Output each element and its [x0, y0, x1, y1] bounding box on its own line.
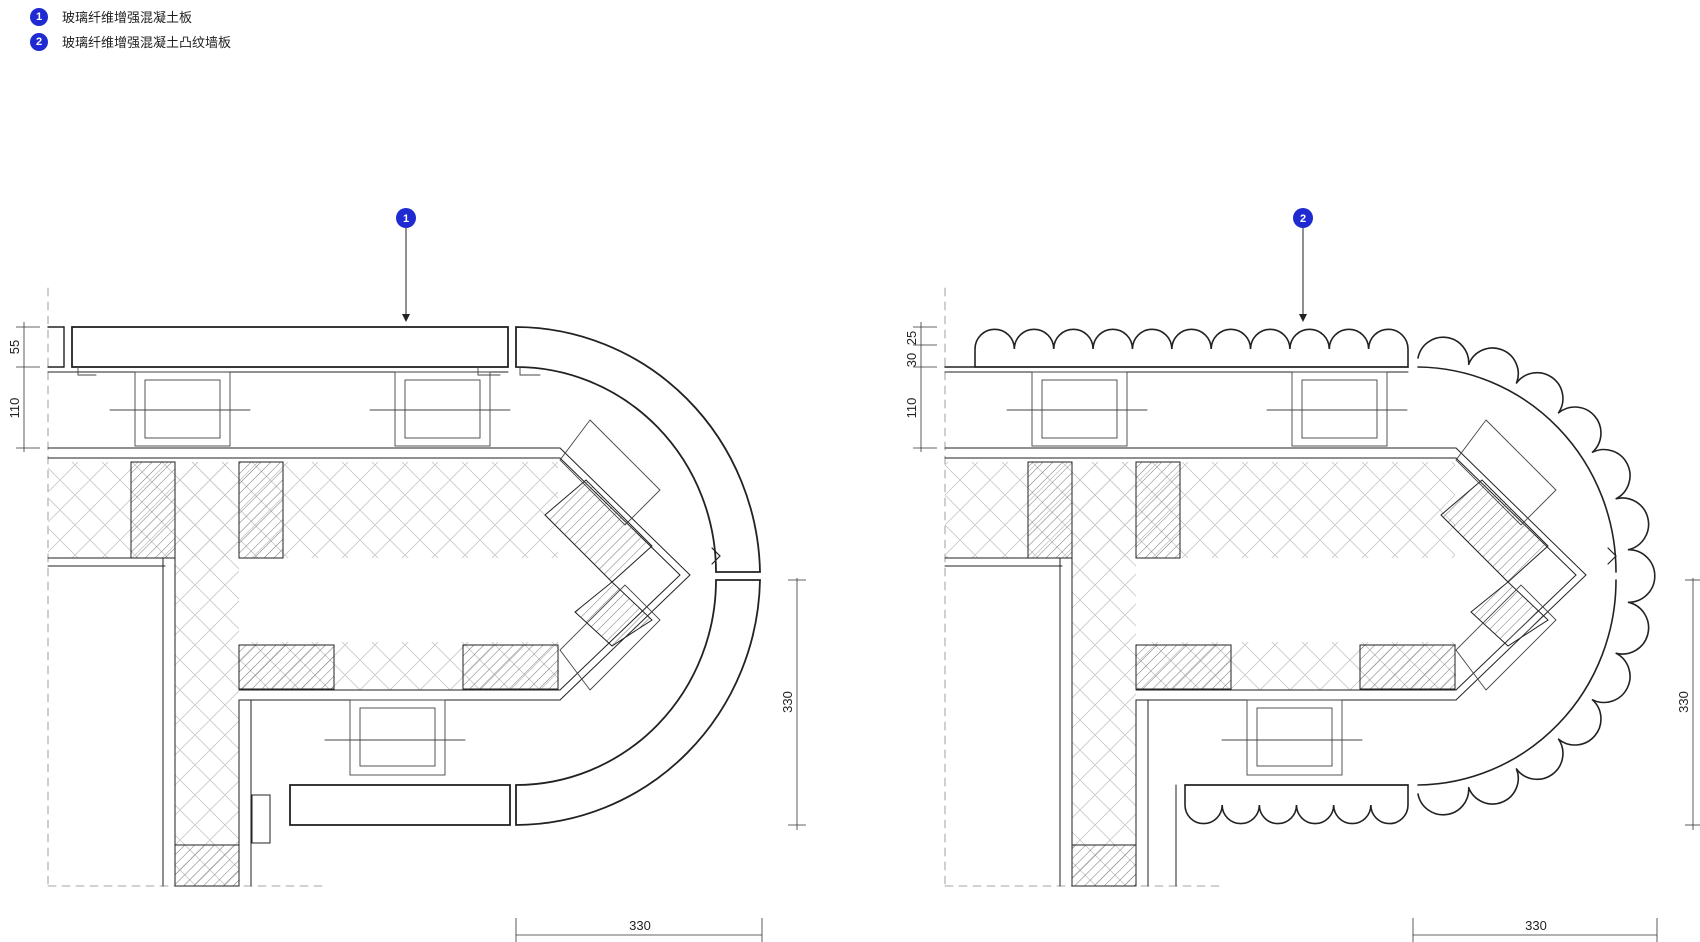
- callout-2-number: 2: [1300, 213, 1306, 225]
- legend-badge-1: 1: [30, 7, 48, 26]
- legend: 1 玻璃纤维增强混凝土板 2 玻璃纤维增强混凝土凸纹墙板: [30, 4, 231, 54]
- dim-bottom-330-b: 330: [1525, 918, 1547, 933]
- callout-2: 2: [1293, 208, 1313, 322]
- legend-label-1: 玻璃纤维增强混凝土板: [62, 10, 193, 25]
- dim-left-30: 30: [904, 353, 919, 367]
- legend-label-2: 玻璃纤维增强混凝土凸纹墙板: [62, 35, 232, 50]
- dim-left-25: 25: [904, 331, 919, 345]
- dimensions-1: [16, 322, 806, 942]
- dim-left-110: 110: [7, 398, 22, 419]
- callout-1: 1: [396, 208, 416, 322]
- detail-1: [47, 287, 761, 887]
- dim-left-55: 55: [7, 340, 22, 354]
- callout-1-number: 1: [403, 213, 409, 225]
- detail-2: [944, 287, 1656, 887]
- legend-item: 2 玻璃纤维增强混凝土凸纹墙板: [30, 29, 231, 54]
- legend-item: 1 玻璃纤维增强混凝土板: [30, 4, 231, 29]
- dim-bottom-330: 330: [629, 918, 651, 933]
- dimensions-2: [913, 322, 1700, 942]
- dim-right-330-b: 330: [1676, 691, 1691, 713]
- legend-badge-2: 2: [30, 32, 48, 51]
- dim-left-110-b: 110: [904, 398, 919, 419]
- dim-right-330: 330: [780, 691, 795, 713]
